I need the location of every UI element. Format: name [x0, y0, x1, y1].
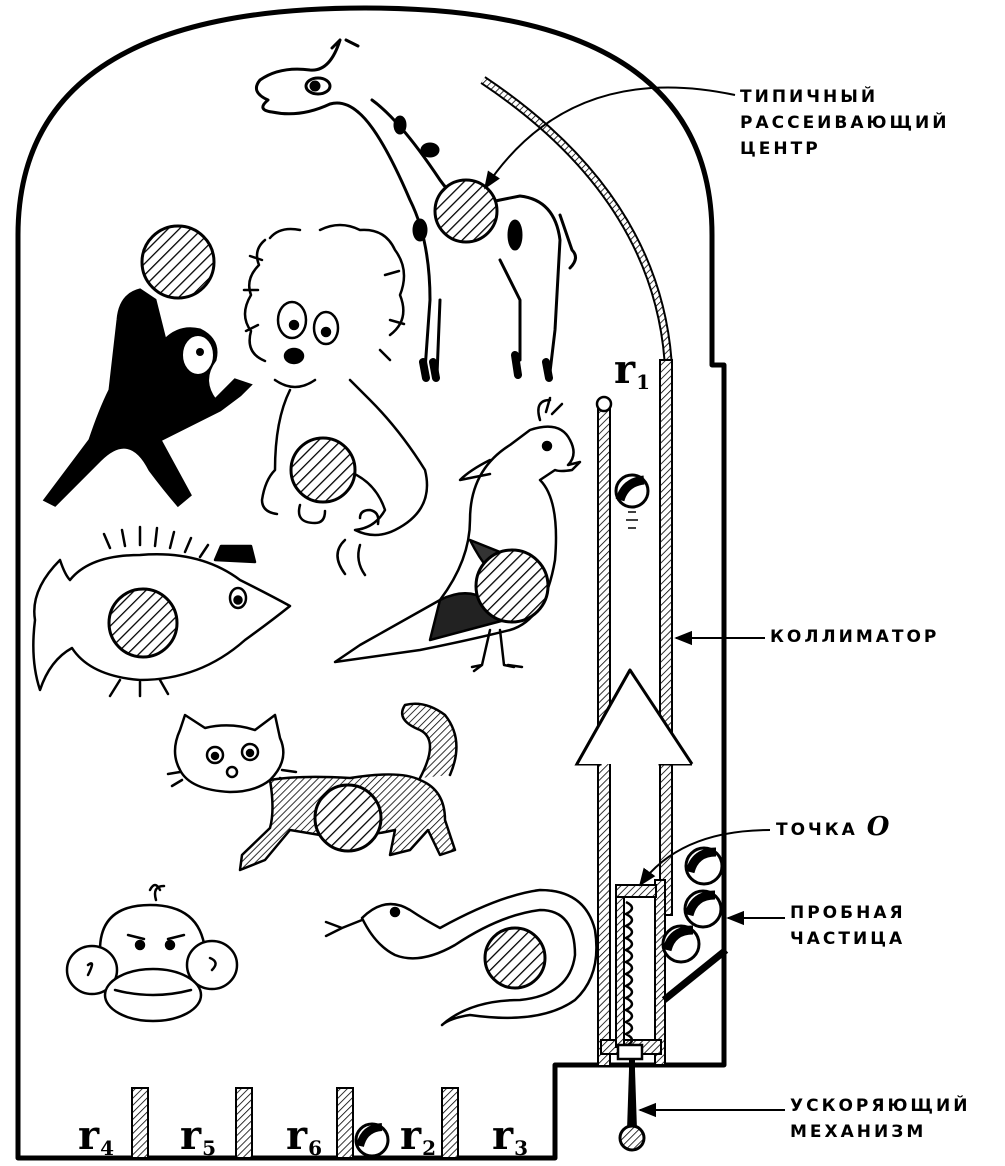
- r1-label: r1: [614, 350, 650, 396]
- r6-label: r6: [286, 1116, 322, 1162]
- monkey-figure: [45, 290, 250, 505]
- point-o-label: ТОЧКА O: [776, 814, 889, 843]
- face-figure: [67, 885, 237, 1021]
- cat-figure: [168, 704, 456, 870]
- test-particle-label: ПРОБНАЯ ЧАСТИЦА: [790, 900, 906, 952]
- leader-scatter-center: [485, 87, 735, 188]
- lion-figure: [244, 225, 427, 575]
- r5-label: r5: [180, 1116, 216, 1162]
- r3-label: r3: [492, 1116, 528, 1162]
- scatter-center-label: ТИПИЧНЫЙ РАССЕИВАЮЩИЙ ЦЕНТР: [740, 84, 949, 162]
- collimator-label: КОЛЛИМАТОР: [770, 624, 939, 650]
- r2-label: r2: [400, 1116, 436, 1162]
- accelerator-label: УСКОРЯЮЩИЙ МЕХАНИЗМ: [790, 1093, 970, 1145]
- r4-label: r4: [78, 1116, 114, 1162]
- snake-figure: [326, 890, 596, 1025]
